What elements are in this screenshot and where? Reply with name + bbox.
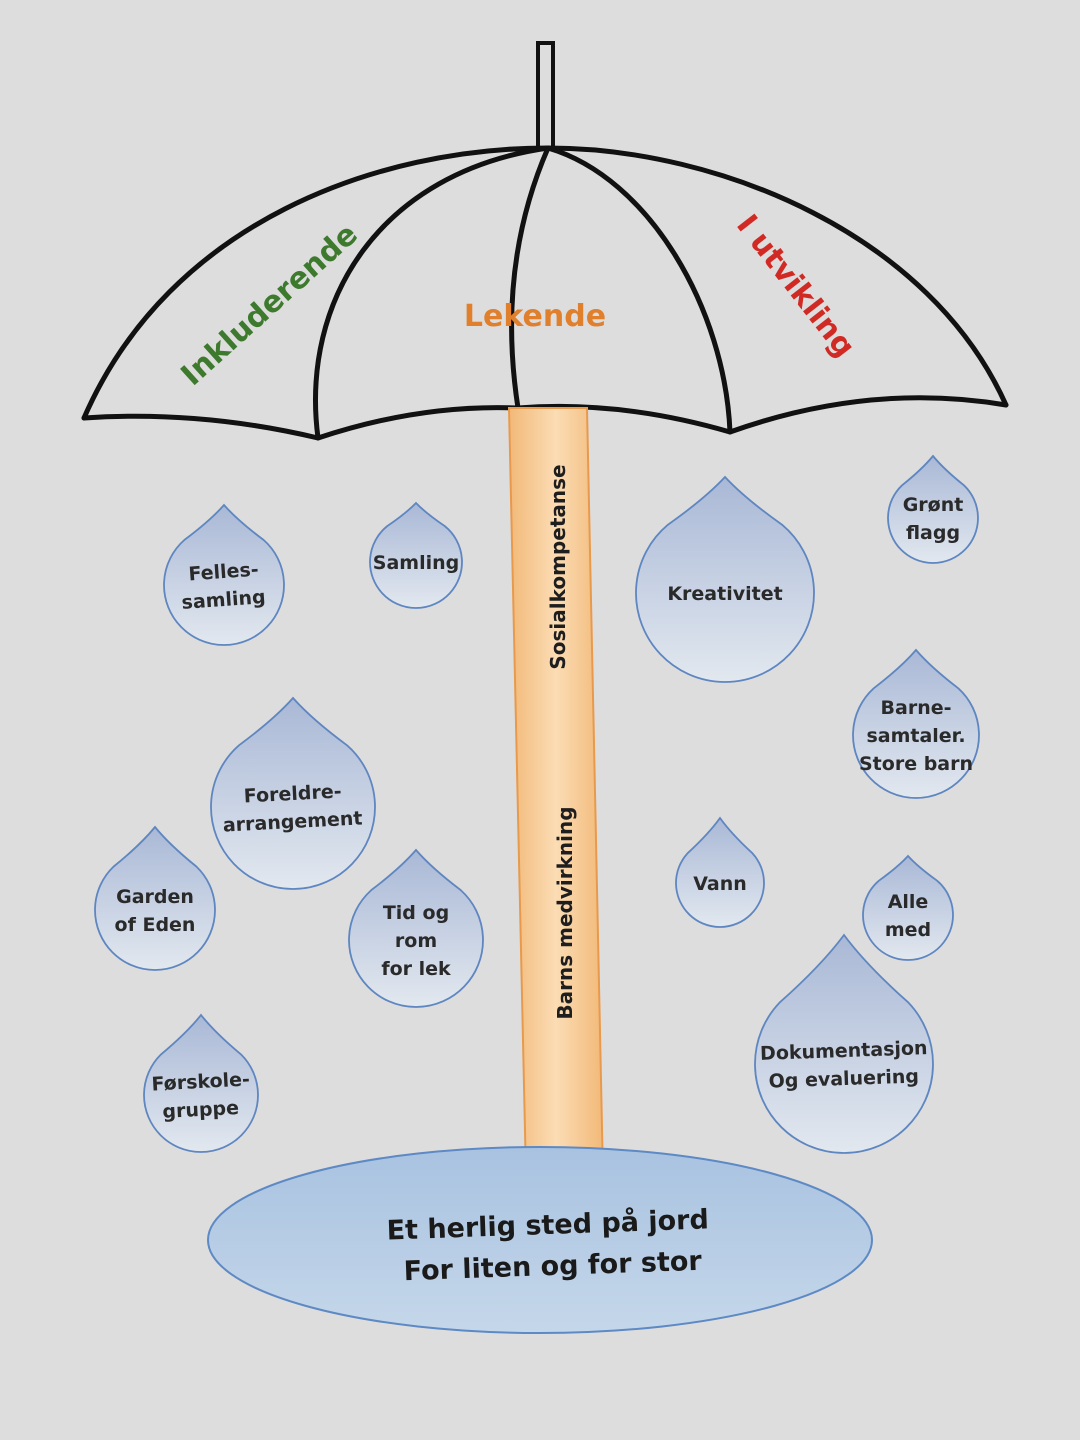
raindrop-vann: Vann — [675, 816, 765, 928]
raindrop-label: samtaler. — [866, 725, 965, 747]
canopy-rib-center — [509, 145, 551, 411]
raindrop-label: Store barn — [859, 753, 973, 775]
umbrella-tip — [536, 41, 555, 150]
canopy-rib-left — [313, 145, 551, 441]
raindrop-label: Foreldre- — [243, 780, 342, 807]
puddle: Et herlig sted på jord For liten og for … — [207, 1146, 873, 1334]
raindrop-gront-flagg: Grønt flagg — [887, 454, 979, 564]
canopy-label-inkluderende: Inkluderende — [175, 217, 365, 393]
pole-label-barns-medvirkning: Barns medvirkning — [553, 806, 577, 1019]
raindrop-label: Samling — [373, 552, 459, 574]
raindrop-felles-samling: Felles-samling — [163, 503, 285, 646]
raindrop-label: med — [885, 919, 931, 941]
raindrop-label: for lek — [381, 958, 451, 980]
raindrop-label: Barne- — [881, 697, 952, 719]
raindrop-shape — [862, 854, 954, 961]
pole-label-sosialkompetanse: Sosialkompetanse — [546, 464, 570, 669]
raindrop-shape — [675, 816, 765, 928]
umbrella-canopy — [81, 145, 1009, 441]
raindrop-foreldrearrangement: Foreldre-arrangement — [210, 696, 376, 890]
puddle-ellipse — [207, 1146, 873, 1334]
raindrop-label: Vann — [693, 873, 747, 895]
raindrop-forskolegruppe: Førskole-gruppe — [143, 1013, 259, 1153]
raindrop-label: Felles- — [188, 559, 260, 586]
canopy-label-lekende: Lekende — [464, 299, 606, 334]
raindrop-tid-og-rom: Tid og rom for lek — [348, 848, 484, 1008]
raindrop-label: Grønt — [903, 494, 964, 516]
raindrop-shape — [369, 501, 463, 609]
raindrop-label: of Eden — [115, 914, 196, 936]
raindrop-label: Kreativitet — [667, 583, 782, 605]
raindrop-shape — [852, 648, 980, 799]
raindrop-shape — [143, 1013, 259, 1153]
raindrop-shape — [210, 696, 376, 890]
raindrop-alle-med: Alle med — [862, 854, 954, 961]
canopy-rib-right — [545, 145, 733, 435]
raindrop-label: Og evaluering — [768, 1065, 919, 1092]
canopy-outer-edge — [81, 145, 1009, 421]
raindrop-label: Garden — [116, 886, 194, 908]
raindrop-kreativitet: Kreativitet — [635, 475, 815, 683]
raindrop-label: Førskole- — [151, 1068, 250, 1095]
raindrop-shape — [635, 475, 815, 683]
raindrop-shape — [163, 503, 285, 646]
raindrop-shape — [94, 825, 216, 971]
raindrop-shape — [887, 454, 979, 564]
raindrop-label: rom — [395, 930, 437, 952]
raindrop-shape — [348, 848, 484, 1008]
raindrop-label: Tid og — [383, 902, 449, 924]
raindrop-garden-of-eden: Garden of Eden — [94, 825, 216, 971]
raindrop-label: gruppe — [162, 1097, 240, 1123]
raindrop-label: flagg — [906, 522, 960, 544]
raindrop-shape — [754, 933, 934, 1154]
raindrop-label: Alle — [888, 891, 929, 913]
raindrop-samling: Samling — [369, 501, 463, 609]
raindrop-barnesamtaler: Barne-samtaler. Store barn — [852, 648, 980, 799]
